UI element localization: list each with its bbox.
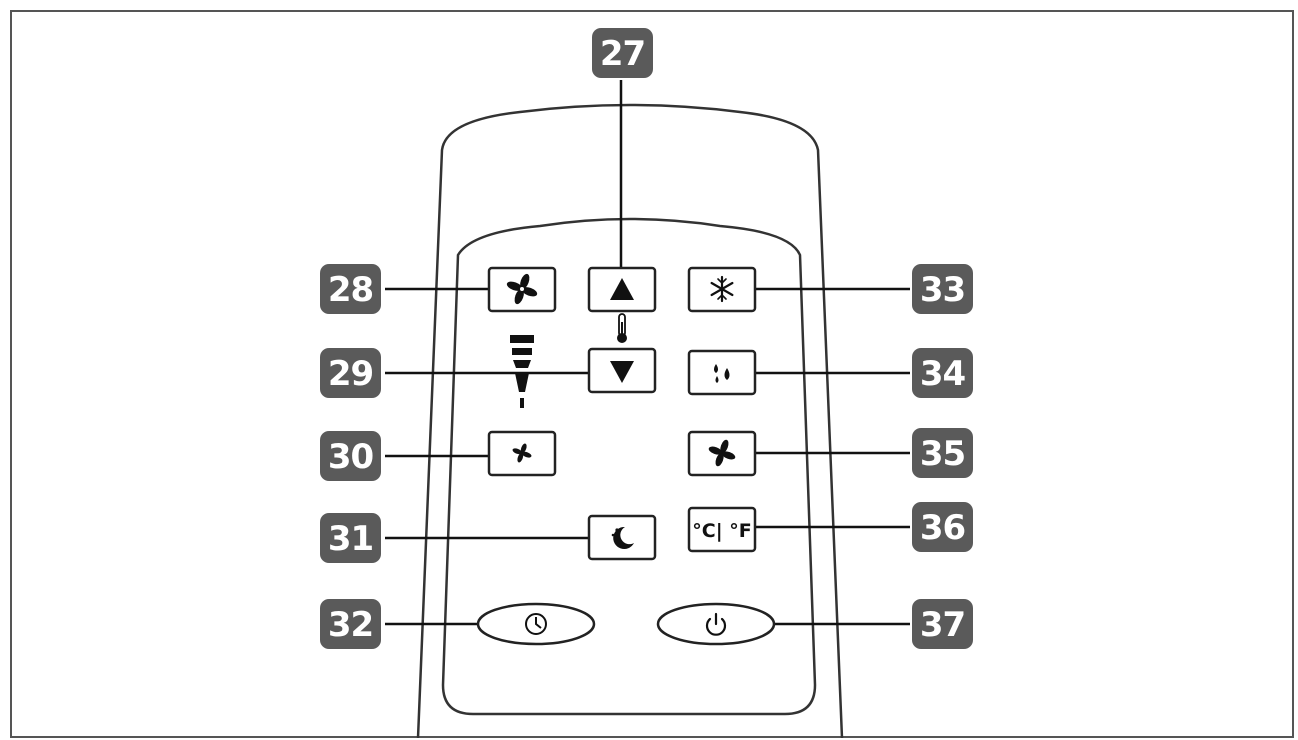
callout-28: 28 [320, 264, 381, 314]
power-icon [705, 612, 727, 636]
callout-35: 35 [912, 428, 973, 478]
triangle-up-icon [610, 278, 634, 300]
thermometer-icon [617, 313, 627, 343]
clock-icon [525, 613, 547, 635]
callout-31: 31 [320, 513, 381, 563]
callout-37-label: 37 [920, 605, 965, 645]
diagram-frame [10, 10, 1294, 738]
temp-down-button[interactable] [587, 347, 657, 394]
power-button[interactable] [656, 602, 776, 646]
callout-31-label: 31 [328, 519, 373, 559]
triangle-down-icon [610, 361, 634, 383]
callout-30-label: 30 [328, 437, 374, 477]
callout-32-label: 32 [328, 605, 373, 645]
callout-28-label: 28 [328, 270, 373, 310]
callout-30: 30 [320, 431, 381, 481]
remote-buttons: °C| °F [476, 266, 776, 646]
callout-35-label: 35 [920, 434, 965, 474]
water-drops-icon [714, 364, 730, 383]
low-fan-button[interactable] [487, 430, 557, 477]
dry-mode-button[interactable] [687, 349, 757, 396]
remote-body-outline [416, 103, 844, 739]
callout-34-label: 34 [920, 354, 966, 394]
callout-32: 32 [320, 599, 381, 649]
callout-37: 37 [912, 599, 973, 649]
callout-36-label: 36 [920, 508, 965, 548]
unit-toggle-button[interactable]: °C| °F [687, 506, 757, 553]
fan-speed-button[interactable] [487, 266, 557, 313]
cool-mode-button[interactable] [687, 266, 757, 313]
button-panel-outline [441, 217, 817, 716]
callout-27-label: 27 [600, 34, 645, 74]
moon-icon [611, 526, 634, 549]
temp-up-button[interactable] [587, 266, 657, 313]
snowflake-icon [710, 275, 734, 303]
callout-27: 27 [592, 28, 653, 78]
small-fan-icon [512, 443, 532, 463]
unit-toggle-label: °C| °F [692, 520, 751, 542]
callout-29-label: 29 [328, 354, 373, 394]
callout-33-label: 33 [920, 270, 965, 310]
sleep-button[interactable] [587, 514, 657, 561]
callout-badges: 27 28 29 30 31 32 33 34 [320, 28, 973, 649]
fan-icon [708, 439, 736, 467]
fan-mode-button[interactable] [687, 430, 757, 477]
fan-level-bars-icon [510, 335, 534, 408]
fan-icon [506, 273, 538, 305]
timer-button[interactable] [476, 602, 596, 646]
callout-33: 33 [912, 264, 973, 314]
callout-36: 36 [912, 502, 973, 552]
callout-29: 29 [320, 348, 381, 398]
callout-34: 34 [912, 348, 973, 398]
